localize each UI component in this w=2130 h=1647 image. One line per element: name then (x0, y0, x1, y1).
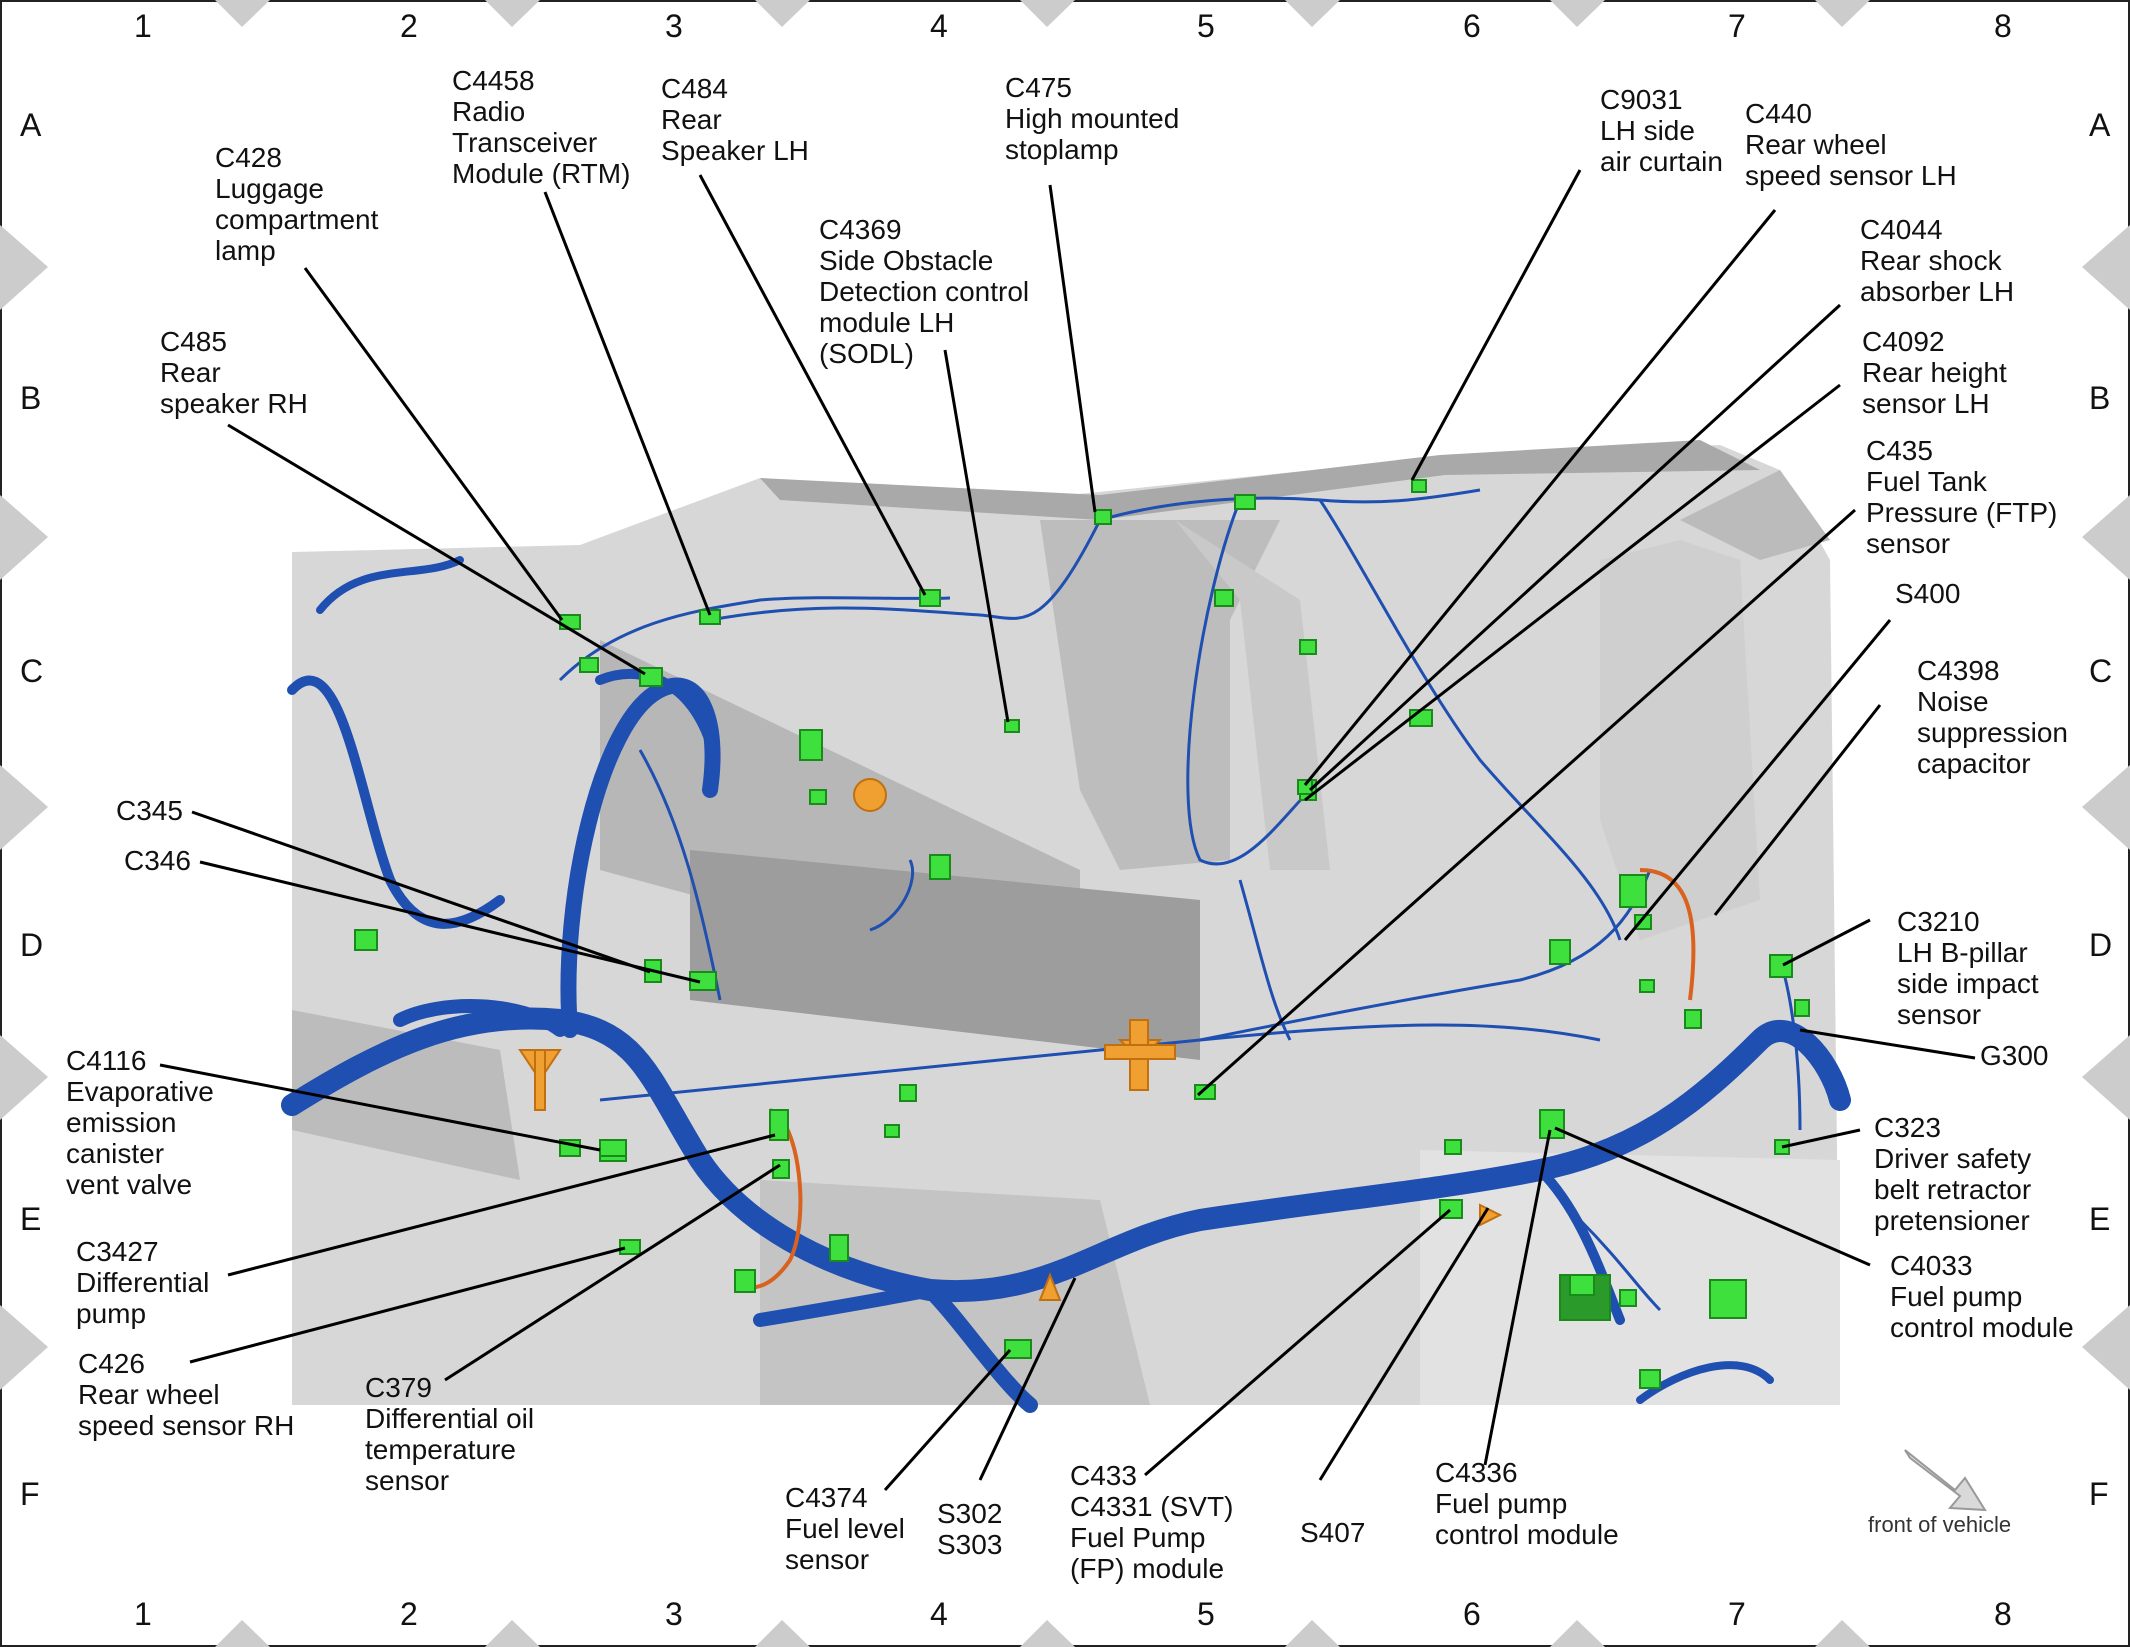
label-s400: S400 (1895, 578, 1961, 609)
grid-col-top-2: 2 (400, 8, 418, 44)
label-c4374: C4374 Fuel level sensor (785, 1482, 905, 1575)
front-arrow-icon (1904, 1449, 1987, 1512)
label-c4033: C4033 Fuel pump control module (1890, 1250, 2074, 1343)
label-c4092: C4092 Rear height sensor LH (1862, 326, 2007, 419)
label-g300: G300 (1980, 1040, 2049, 1071)
label-c428: C428 Luggage compartment lamp (215, 142, 379, 266)
grid-col-bottom-4: 4 (930, 1596, 948, 1632)
grid-row-left-e: E (20, 1201, 42, 1237)
grid-row-right-a: A (2089, 107, 2111, 143)
grid-col-bottom-8: 8 (1994, 1596, 2012, 1632)
label-c9031: C9031 LH side air curtain (1600, 84, 1723, 177)
grid-col-top-5: 5 (1197, 8, 1215, 44)
label-c3427: C3427 Differential pump (76, 1236, 210, 1329)
label-c3210: C3210 LH B-pillar side impact sensor (1897, 906, 2039, 1030)
grid-col-bottom-5: 5 (1197, 1596, 1215, 1632)
grid-row-right-d: D (2089, 927, 2113, 963)
label-c435: C435 Fuel Tank Pressure (FTP) sensor (1866, 435, 2058, 559)
label-c475: C475 High mounted stoplamp (1005, 72, 1180, 165)
front-of-vehicle-label: front of vehicle (1868, 1512, 2012, 1537)
label-c440: C440 Rear wheel speed sensor LH (1745, 98, 1957, 191)
grid-col-bottom-2: 2 (400, 1596, 418, 1632)
grid-row-right-f: F (2089, 1476, 2109, 1512)
label-c323: C323 Driver safety belt retractor preten… (1874, 1112, 2032, 1236)
grid-row-right-b: B (2089, 380, 2111, 416)
label-s407: S407 (1300, 1517, 1366, 1548)
grid-col-top-1: 1 (134, 8, 152, 44)
grid-row-right-c: C (2089, 653, 2113, 689)
grid-col-top-7: 7 (1728, 8, 1746, 44)
grid-row-left-a: A (20, 107, 42, 143)
grid-col-top-3: 3 (665, 8, 683, 44)
label-s302-s303: S302 S303 (937, 1498, 1003, 1560)
grid-row-left-b: B (20, 380, 42, 416)
label-c426: C426 Rear wheel speed sensor RH (78, 1348, 295, 1441)
grid-row-right-e: E (2089, 1201, 2111, 1237)
grid-col-top-4: 4 (930, 8, 948, 44)
label-c4398: C4398 Noise suppression capacitor (1917, 655, 2068, 779)
label-c346: C346 (124, 845, 191, 876)
label-c485: C485 Rear speaker RH (160, 326, 308, 419)
grid-row-left-d: D (20, 927, 44, 963)
label-c345: C345 (116, 795, 183, 826)
label-c4369: C4369 Side Obstacle Detection control mo… (819, 214, 1030, 369)
label-c433: C433 C4331 (SVT) Fuel Pump (FP) module (1070, 1460, 1234, 1584)
grid-col-top-8: 8 (1994, 8, 2012, 44)
label-c4116: C4116 Evaporative emission canister vent… (66, 1045, 214, 1200)
grid-col-bottom-6: 6 (1463, 1596, 1481, 1632)
grid-col-bottom-3: 3 (665, 1596, 683, 1632)
leader-lines (159, 169, 1976, 1491)
label-c4044: C4044 Rear shock absorber LH (1860, 214, 2015, 307)
grid-row-left-f: F (20, 1476, 40, 1512)
grid-col-bottom-1: 1 (134, 1596, 152, 1632)
splices (518, 778, 1503, 1301)
grid-col-bottom-7: 7 (1728, 1596, 1746, 1632)
label-c379: C379 Differential oil temperature sensor (365, 1372, 535, 1496)
grid-row-left-c: C (20, 653, 44, 689)
grid-col-top-6: 6 (1463, 8, 1481, 44)
label-c484: C484 Rear Speaker LH (661, 73, 809, 166)
harness-branches (558, 488, 1802, 1312)
label-c4336: C4336 Fuel pump control module (1435, 1457, 1619, 1550)
label-c4458: C4458 Radio Transceiver Module (RTM) (452, 65, 631, 189)
